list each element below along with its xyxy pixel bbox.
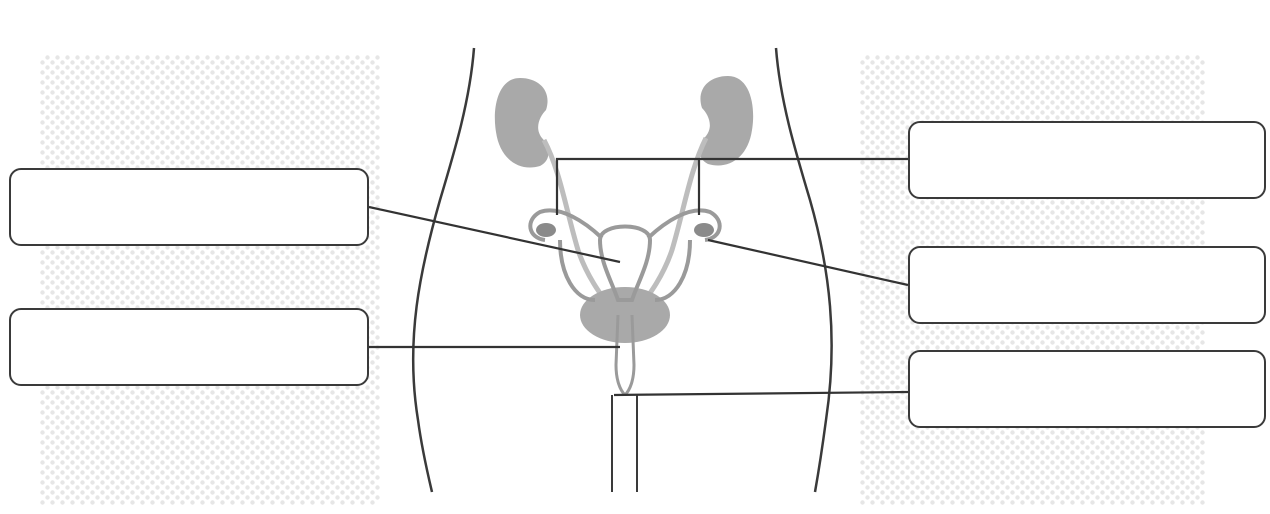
bladder	[580, 287, 670, 343]
label-box-right-2[interactable]	[908, 246, 1266, 324]
checker-panel-left	[40, 55, 380, 505]
label-box-left-1[interactable]	[9, 168, 369, 246]
ovary-right	[694, 223, 714, 237]
label-box-left-2[interactable]	[9, 308, 369, 386]
label-box-right-1[interactable]	[908, 121, 1266, 199]
label-box-right-3[interactable]	[908, 350, 1266, 428]
ovary-left	[536, 223, 556, 237]
